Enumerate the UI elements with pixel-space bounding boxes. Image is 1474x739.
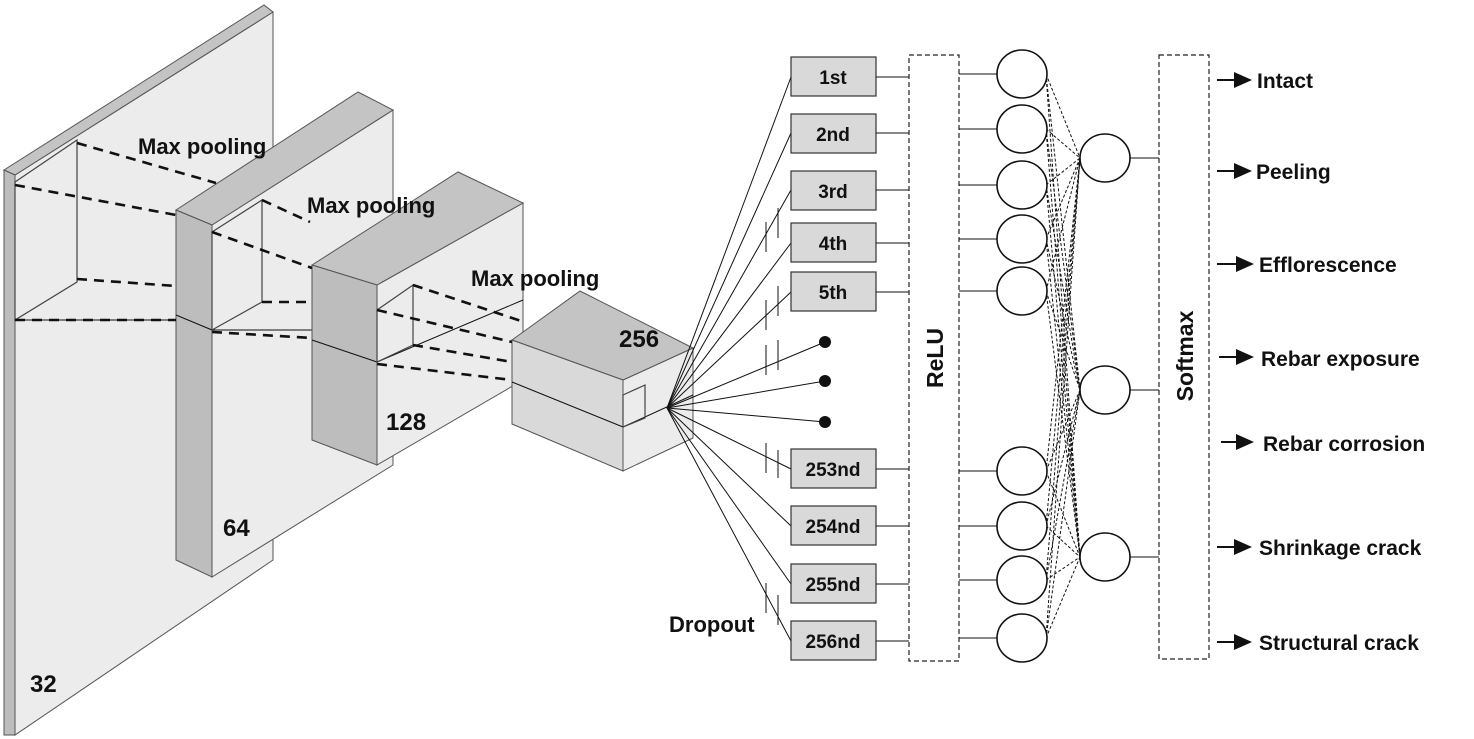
hidden-node	[996, 104, 1048, 154]
conv-block-64	[174, 91, 395, 578]
dense-unit-label: 2nd	[816, 125, 850, 146]
hidden-node	[996, 214, 1048, 264]
hidden-nodes-column-1	[996, 49, 1048, 663]
dense-unit-label: 5th	[819, 283, 848, 304]
fully-connected-lines	[1045, 73, 1081, 639]
hidden-node	[996, 160, 1048, 210]
hidden-node	[996, 613, 1048, 663]
dense-unit-box	[790, 222, 877, 263]
max-pooling-label-3: Max pooling	[471, 266, 599, 291]
output-label: Shrinkage crack	[1259, 537, 1422, 560]
dense-unit-label: 254nd	[806, 517, 861, 538]
hidden-node	[1079, 365, 1131, 415]
ellipsis-dot	[819, 375, 831, 387]
output-label: Structural crack	[1259, 632, 1419, 655]
hidden-node	[996, 501, 1048, 551]
max-pooling-label-2: Max pooling	[307, 193, 435, 218]
conv-label-32: 32	[30, 671, 57, 698]
conv-block-128	[310, 171, 525, 466]
dense-to-relu-lines	[876, 76, 909, 642]
hidden-node	[996, 446, 1048, 496]
conv-label-256: 256	[619, 326, 659, 353]
ellipsis-dot	[819, 336, 831, 348]
dense-layer: 1st 2nd 3rd 4th 5th 253nd 254nd 255nd 25…	[790, 56, 877, 661]
dropout-break-marks	[765, 208, 779, 625]
conv-block-256	[510, 290, 695, 472]
output-label: Intact	[1257, 70, 1313, 93]
dropout-label: Dropout	[669, 612, 755, 637]
output-label: Rebar exposure	[1261, 348, 1420, 371]
dense-unit-label: 256nd	[806, 632, 861, 653]
dense-unit-box	[790, 56, 877, 97]
relu-label: ReLU	[922, 328, 948, 388]
dense-unit-label: 4th	[819, 234, 848, 255]
output-label: Efflorescence	[1259, 254, 1397, 277]
dense-unit-label: 253nd	[806, 460, 861, 481]
dense-unit-box	[790, 620, 877, 661]
hidden-nodes-column-2	[1079, 133, 1131, 582]
max-pooling-label-1: Max pooling	[138, 134, 266, 159]
hidden-node	[996, 555, 1048, 605]
softmax-box	[1158, 54, 1210, 660]
dense-unit-label: 255nd	[806, 575, 861, 596]
relu-box	[908, 54, 960, 662]
fanout-lines	[666, 76, 826, 642]
dense-unit-label: 1st	[819, 68, 847, 89]
dense-unit-box	[790, 563, 877, 604]
conv-label-128: 128	[386, 409, 426, 436]
output-label: Rebar corrosion	[1263, 433, 1425, 456]
dense-unit-box	[790, 505, 877, 546]
output-label: Peeling	[1256, 161, 1331, 184]
conv-label-64: 64	[223, 515, 250, 542]
pooling-projection-lines	[14, 141, 525, 382]
hidden-node	[996, 49, 1048, 99]
hidden-node	[1079, 532, 1131, 582]
softmax-label: Softmax	[1172, 310, 1198, 401]
dense-unit-label: 3rd	[818, 182, 848, 203]
output-classes: Intact Peeling Efflorescence Rebar expos…	[1217, 70, 1425, 655]
dense-unit-box	[790, 113, 877, 154]
dense-unit-box	[790, 170, 877, 211]
hidden-node	[996, 266, 1048, 316]
relu-to-node-lines	[959, 73, 997, 639]
ellipsis-dot	[819, 416, 831, 428]
dense-unit-box	[790, 448, 877, 489]
hidden-node	[1079, 133, 1131, 183]
